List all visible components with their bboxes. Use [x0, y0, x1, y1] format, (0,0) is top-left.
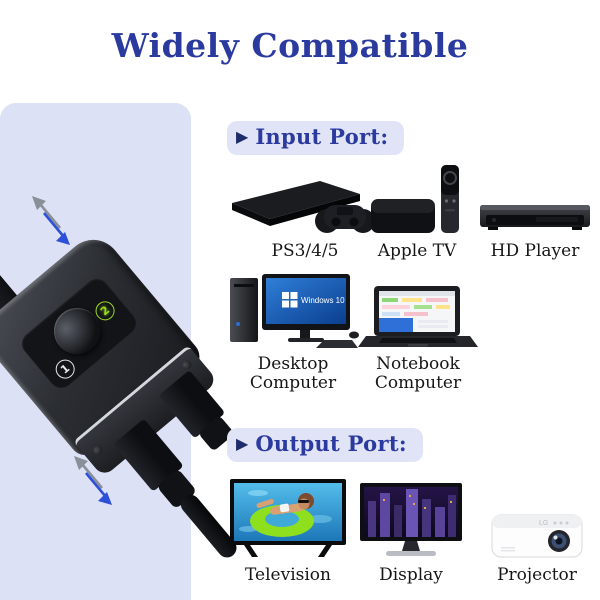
notebook-computer-icon	[358, 285, 478, 347]
output-port-heading: ▶ Output Port:	[227, 428, 423, 462]
projector-icon: LG	[491, 514, 583, 558]
item-label: Desktop Computer	[249, 353, 337, 394]
list-item-hd-player: HD Player	[476, 156, 594, 262]
item-label: Display	[379, 565, 443, 586]
list-item-apple-tv: Apple TV	[356, 156, 478, 262]
item-label: Notebook Computer	[374, 353, 462, 394]
display-monitor-icon	[360, 483, 462, 557]
page-title: Widely Compatible	[111, 26, 469, 65]
input-port-label: Input Port:	[255, 124, 389, 149]
bidirectional-arrow-icon	[74, 456, 112, 505]
desktop-computer-icon: Windows 10	[230, 273, 359, 348]
port-1-badge: 1	[51, 355, 79, 383]
list-item-television: Television	[228, 472, 348, 586]
list-item-notebook: Notebook Computer	[354, 270, 482, 394]
triangle-bullet-icon: ▶	[236, 433, 249, 453]
item-label: Apple TV	[377, 241, 457, 262]
windows-screen-text: Windows 10	[301, 296, 345, 305]
television-icon	[230, 479, 346, 558]
bidirectional-arrow-icon	[32, 196, 70, 245]
list-item-desktop: Windows 10 Desktop Computer	[224, 270, 362, 394]
list-item-display: Display	[356, 472, 466, 586]
item-label: Television	[245, 565, 331, 586]
item-label: HD Player	[490, 241, 580, 262]
list-item-projector: LG Projector	[484, 472, 590, 586]
triangle-bullet-icon: ▶	[236, 126, 249, 146]
input-port-heading: ▶ Input Port:	[227, 121, 405, 155]
output-port-label: Output Port:	[255, 431, 407, 456]
lg-logo-text: LG	[539, 520, 548, 527]
switch-button-panel: 1 2	[17, 274, 141, 393]
list-item-ps: PS3/4/5	[226, 156, 384, 262]
playstation-icon	[232, 181, 375, 234]
hd-player-icon	[480, 205, 590, 231]
apple-tv-icon	[371, 165, 459, 234]
item-label: PS3/4/5	[271, 241, 339, 262]
item-label: Projector	[497, 565, 577, 586]
